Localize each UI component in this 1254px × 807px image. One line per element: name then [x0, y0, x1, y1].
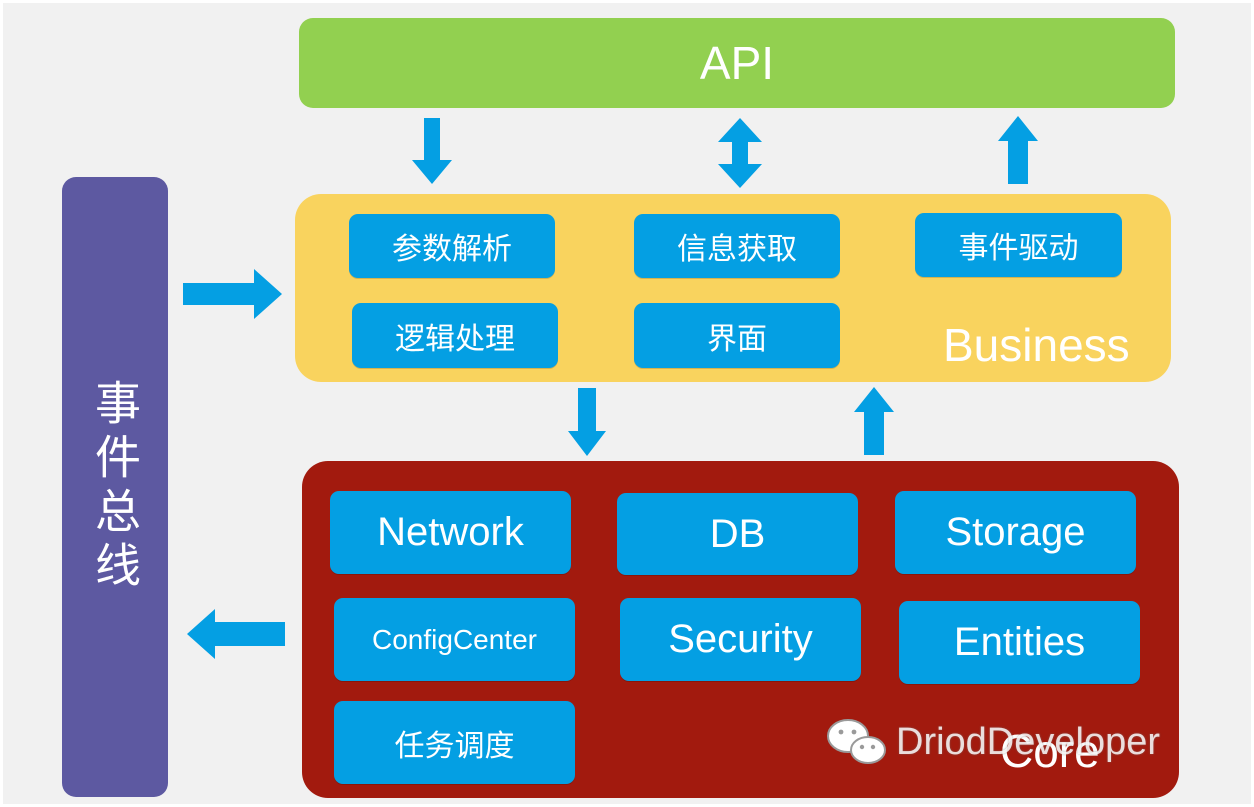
api-layer: API — [299, 18, 1175, 108]
business-label: Business — [943, 319, 1130, 371]
arrow-updown-icon — [718, 118, 762, 188]
arrow-up-icon — [998, 116, 1038, 184]
core-module: Security — [620, 598, 861, 681]
core-module: Entities — [899, 601, 1140, 684]
core-label: Core — [1000, 725, 1100, 777]
business-module: 逻辑处理 — [352, 303, 558, 368]
arrow-down-icon — [412, 118, 452, 184]
core-module: ConfigCenter — [334, 598, 575, 681]
event-bus-label: 事件总线 — [88, 379, 142, 595]
business-module: 信息获取 — [634, 214, 840, 278]
business-module: 界面 — [634, 303, 840, 368]
arrow-right-icon — [183, 269, 282, 319]
watermark: DriodDeveloper — [826, 716, 1160, 768]
arrow-up-icon — [854, 387, 894, 455]
arrow-down-icon — [568, 388, 606, 456]
watermark-text: DriodDeveloper — [896, 720, 1161, 763]
core-module: DB — [617, 493, 858, 575]
business-module: 参数解析 — [349, 214, 555, 278]
core-module: Storage — [895, 491, 1136, 574]
wechat-icon — [827, 719, 886, 764]
arrow-left-icon — [187, 609, 285, 659]
core-module: Network — [330, 491, 571, 574]
business-module: 事件驱动 — [915, 213, 1122, 277]
core-module: 任务调度 — [334, 701, 575, 784]
event-bus: 事件总线 — [62, 177, 168, 797]
api-label: API — [699, 37, 775, 89]
